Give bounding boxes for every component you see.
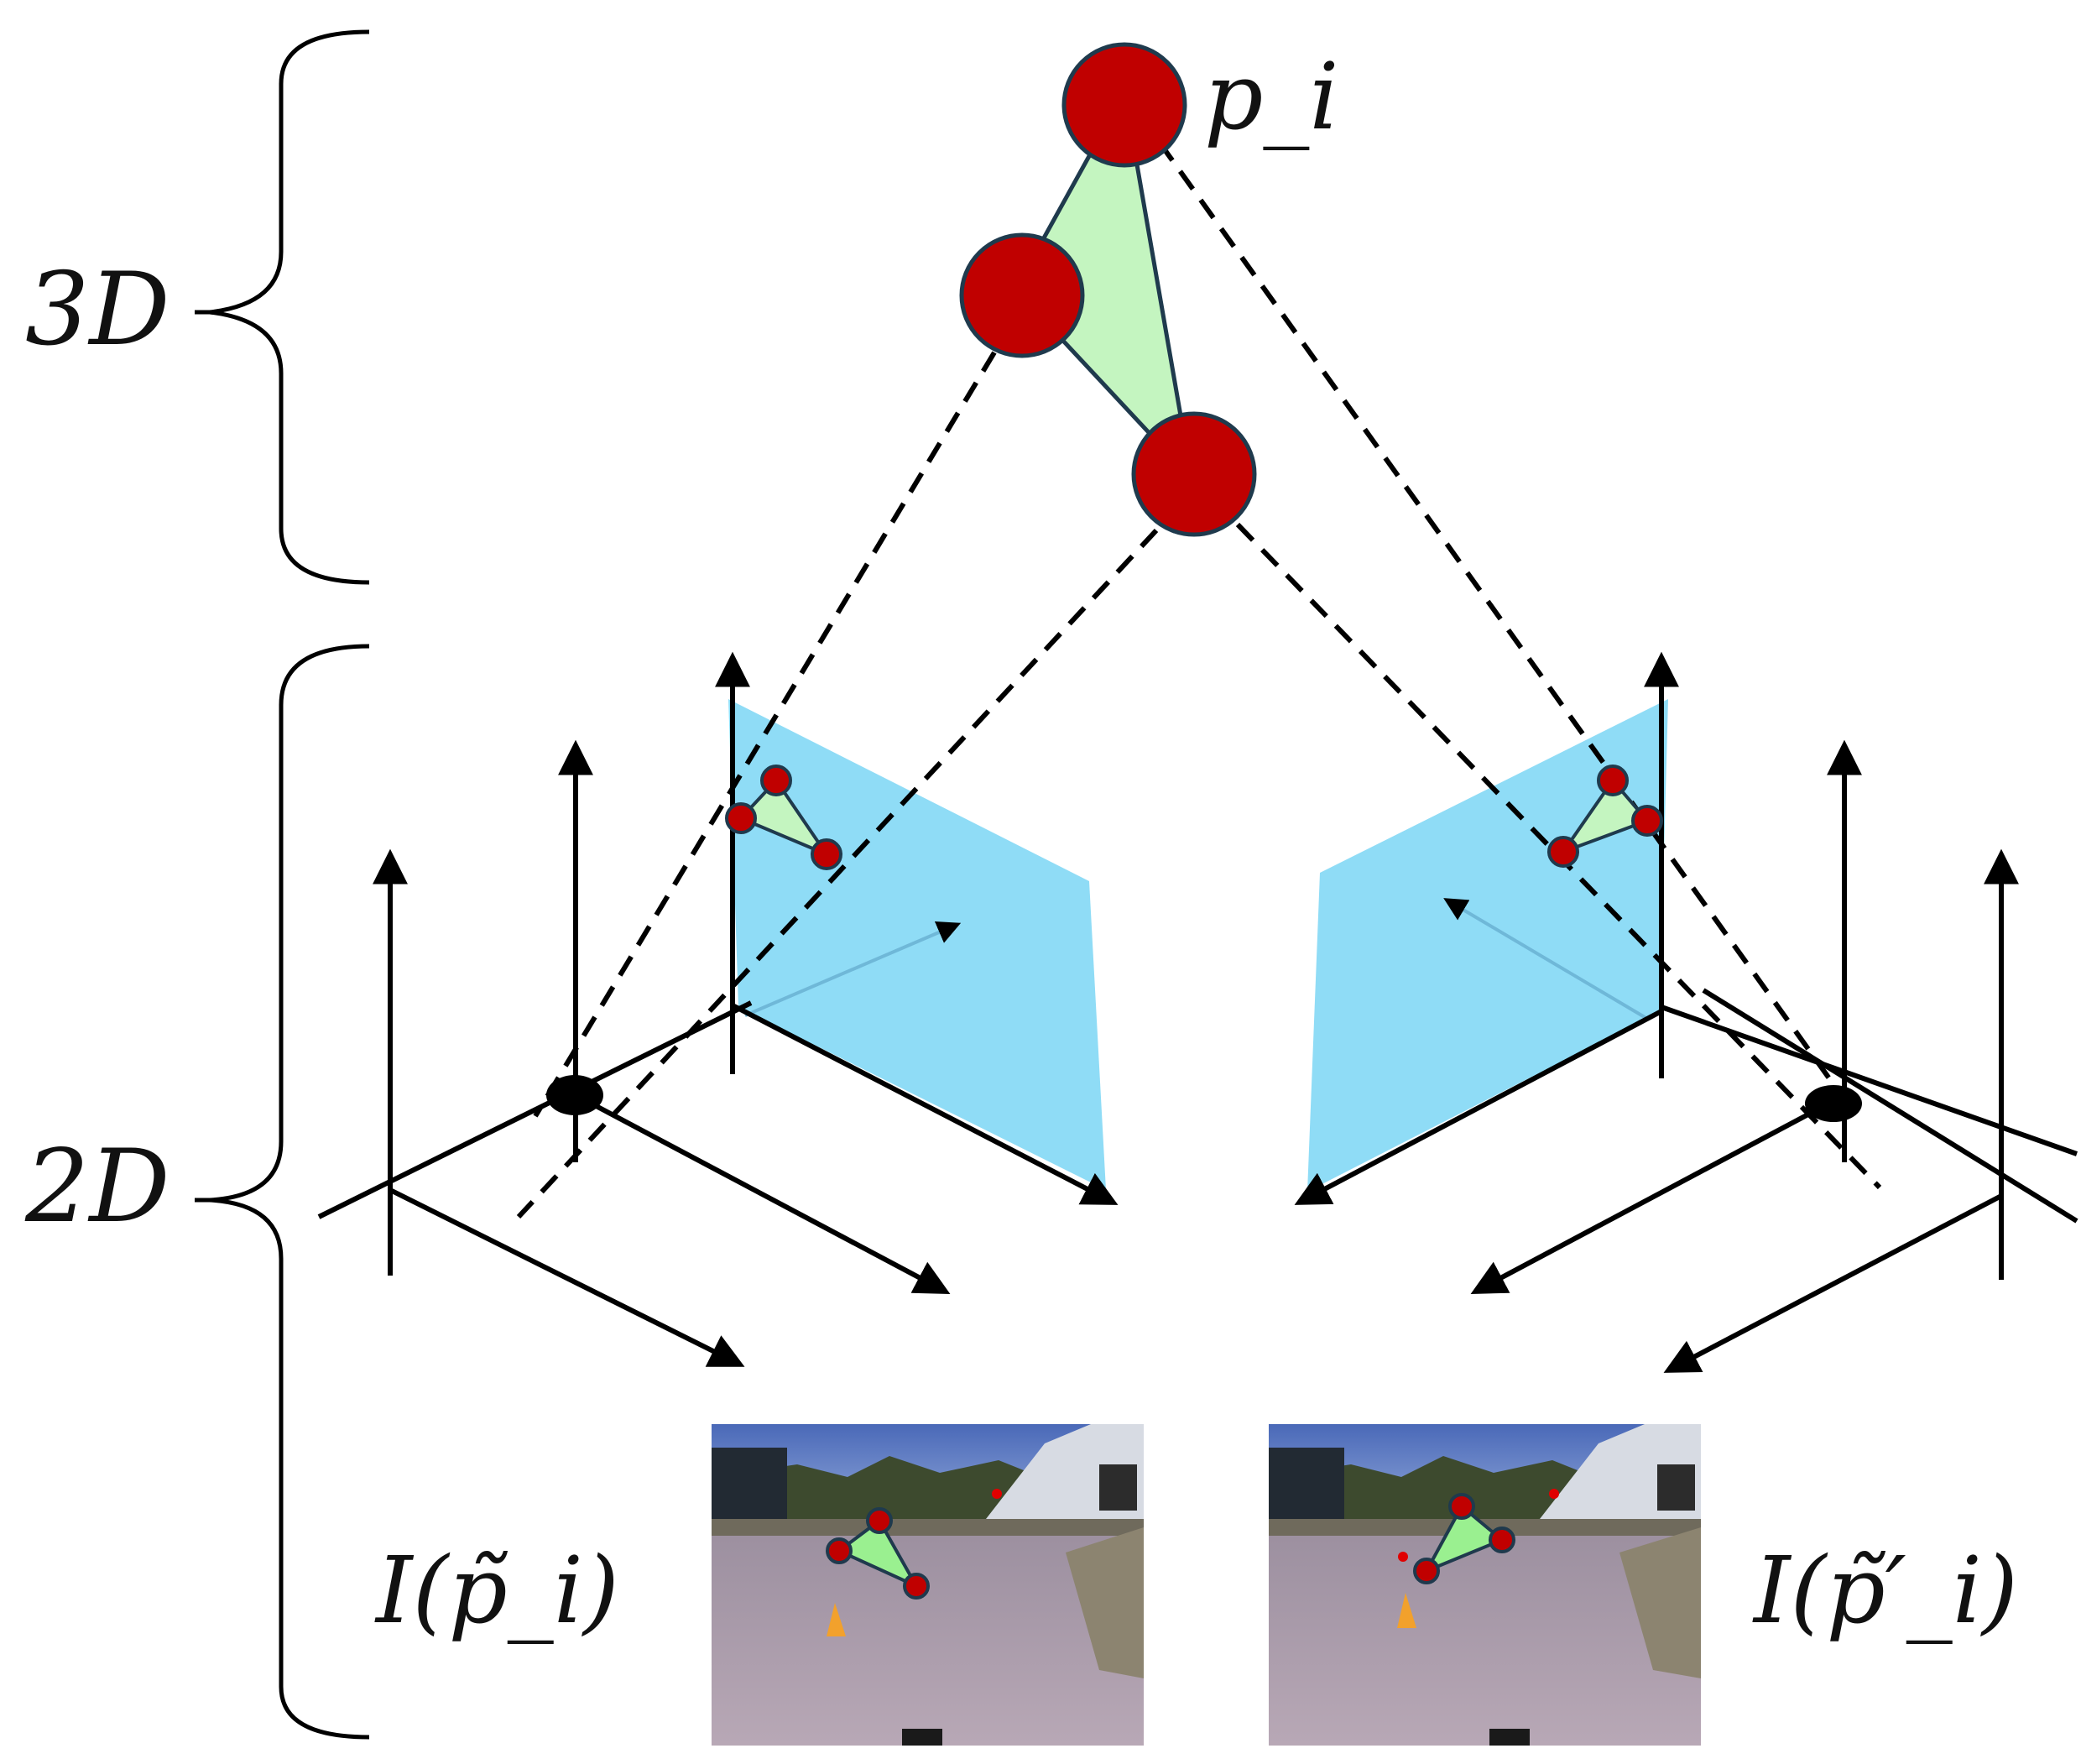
triangle-left-plane: [725, 765, 842, 870]
brace-3d: [209, 29, 370, 585]
triangle-3d: [959, 42, 1257, 537]
node-3d-top: [1061, 42, 1187, 168]
label-2d: 2D: [25, 1129, 170, 1245]
projection-rays: [516, 141, 1882, 1219]
right-camera-image: [1269, 1424, 1701, 1746]
label-point-pi: p_i: [1204, 43, 1339, 150]
label-3d: 3D: [25, 252, 170, 368]
node-3d-right: [1131, 411, 1257, 537]
right-plane-inner-arrow: [1443, 898, 1651, 1021]
brace-2d: [209, 644, 370, 1740]
right-camera-center: [1805, 1085, 1862, 1122]
left-camera-axes: [317, 651, 1119, 1367]
left-camera-image: [712, 1424, 1144, 1746]
label-image-right: I(p̃′_i): [1754, 1537, 2018, 1644]
left-camera-center: [546, 1075, 603, 1115]
left-plane-inner-arrow: [744, 921, 962, 1017]
right-camera-axes: [1294, 651, 2078, 1373]
node-3d-left: [959, 232, 1085, 358]
left-image-plane: [728, 699, 1106, 1190]
triangle-right-plane: [1547, 765, 1663, 868]
label-image-left: I(p̃_i): [376, 1537, 619, 1644]
right-image-plane: [1307, 699, 1668, 1192]
